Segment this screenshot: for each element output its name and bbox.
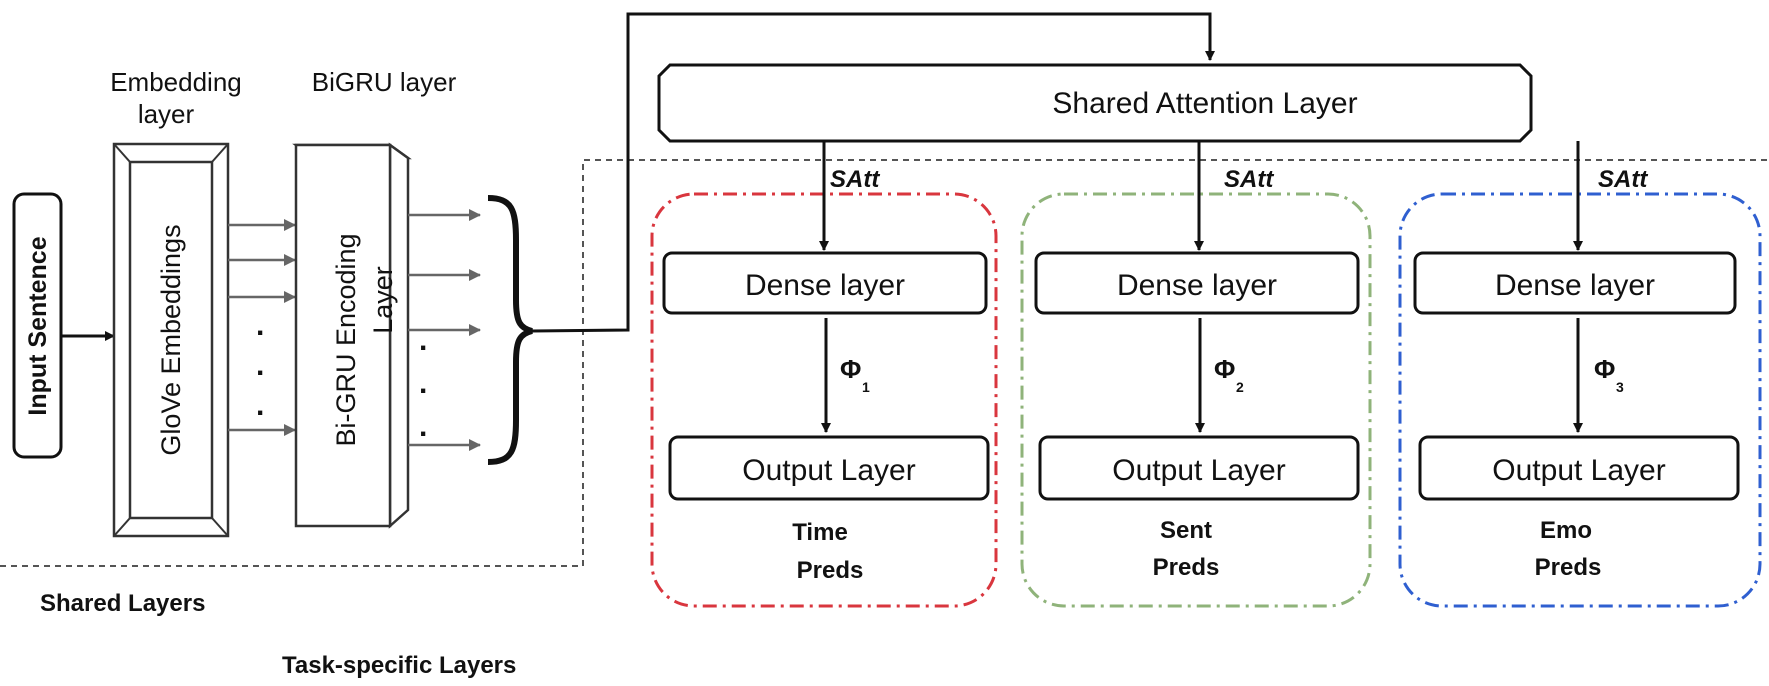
dense-layer-box-2 — [1034, 251, 1360, 315]
input-sentence-box — [12, 192, 63, 459]
bigru-to-brace-arrows — [408, 209, 481, 451]
task-pred-label-3: Emo — [1540, 517, 1592, 544]
phi-symbol-2: Φ — [1214, 354, 1235, 384]
dense-layer-box-3 — [1413, 251, 1737, 315]
task-pred-label-1: Time — [792, 519, 848, 546]
input-sentence-label: Input Sentence — [24, 236, 52, 415]
ellipsis-dot: . — [256, 349, 264, 382]
phi-subscript-1: 1 — [862, 379, 870, 395]
output-layer-box-1 — [668, 435, 990, 501]
task-sent-region — [1020, 192, 1372, 608]
phi-subscript-2: 2 — [1236, 379, 1244, 395]
phi-symbol-1: Φ — [840, 354, 861, 384]
output-layer-label-3: Output Layer — [1492, 454, 1665, 487]
bigru-layer-title: BiGRU layer — [312, 67, 457, 97]
satt-label-3: SAtt — [1598, 166, 1648, 193]
shared-attention-box — [657, 63, 1533, 143]
task-pred-label-1b: Preds — [797, 557, 864, 584]
task-emo-region — [1398, 192, 1762, 608]
dense-layer-label-1: Dense layer — [745, 269, 905, 302]
embedding-layer-title: Embedding — [110, 67, 242, 97]
task-specific-layers-label: Task-specific Layers — [282, 652, 516, 679]
output-layer-box-3 — [1418, 435, 1740, 501]
dense-layer-label-2: Dense layer — [1117, 269, 1277, 302]
dense-layer-box-1 — [662, 251, 988, 315]
shared-attention-label: Shared Attention Layer — [1052, 87, 1357, 120]
output-layer-label-2: Output Layer — [1112, 454, 1285, 487]
embedding-block — [112, 142, 230, 538]
ellipsis-dot: . — [256, 389, 264, 422]
satt-label-2: SAtt — [1224, 166, 1274, 193]
embedding-layer-title-2: layer — [138, 99, 195, 129]
phi-subscript-3: 3 — [1616, 379, 1624, 395]
output-layer-box-2 — [1038, 435, 1360, 501]
ellipsis-dot: . — [419, 367, 427, 400]
embedding-to-bigru-arrows — [228, 219, 296, 436]
ellipsis-dot: . — [419, 324, 427, 357]
bigru-encoding-label-2: Layer — [368, 266, 398, 334]
task-pred-label-2: Sent — [1160, 517, 1212, 544]
ellipsis-dot: . — [419, 410, 427, 443]
task-pred-label-3b: Preds — [1535, 554, 1602, 581]
glove-embeddings-label: GloVe Embeddings — [156, 224, 186, 455]
shared-layers-label: Shared Layers — [40, 590, 205, 617]
right-curly-brace — [487, 195, 533, 465]
dense-layer-label-3: Dense layer — [1495, 269, 1655, 302]
bigru-encoding-label: Bi-GRU Encoding — [331, 233, 361, 446]
output-layer-label-1: Output Layer — [742, 454, 915, 487]
task-pred-label-2b: Preds — [1153, 554, 1220, 581]
connector-to-attention — [531, 12, 1215, 333]
phi-symbol-3: Φ — [1594, 354, 1615, 384]
task-specific-region — [0, 159, 1769, 567]
satt-label-1: SAtt — [830, 166, 880, 193]
bigru-block — [292, 142, 412, 529]
ellipsis-dot: . — [256, 309, 264, 342]
